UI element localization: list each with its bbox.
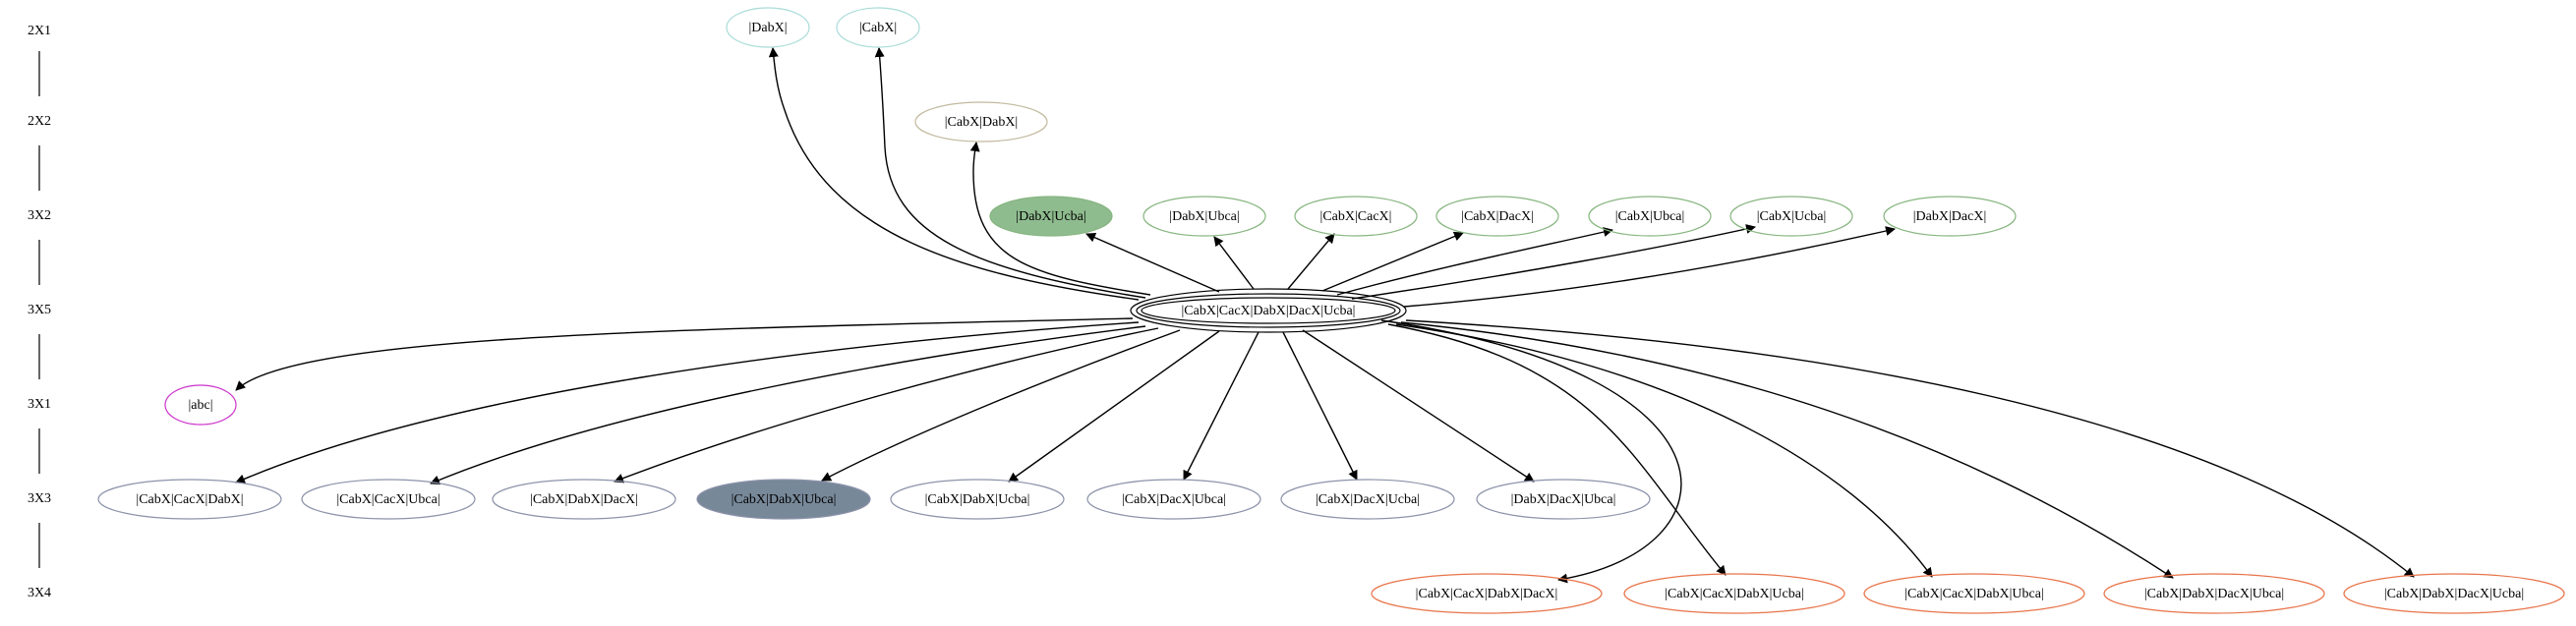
node-cabx-cacx-dabx: |CabX|CacX|DabX| xyxy=(97,479,282,520)
node-cabx-cacx-dabx-ubca: |CabX|CacX|DabX|Ubca| xyxy=(1863,573,2085,614)
edge-to-dabx-ubca xyxy=(1213,236,1255,290)
node-dabx-ubca: |DabX|Ubca| xyxy=(1142,196,1266,237)
node-cabx-dabx: |CabX|DabX| xyxy=(914,101,1048,142)
node-cabx-ubca: |CabX|Ubca| xyxy=(1588,196,1712,237)
edge-to-cabx-dabx-ubca xyxy=(821,329,1181,482)
edge-to-dabx-dacx xyxy=(1403,226,1896,308)
center-node-label: |CabX|CacX|DabX|DacX|Ucba| xyxy=(1182,304,1356,318)
rank-label-2x2: 2X2 xyxy=(28,114,51,129)
node-cabx-cacx: |CabX|CacX| xyxy=(1294,196,1418,237)
rank-label-2x1: 2X1 xyxy=(28,24,51,38)
rank-label-3x2: 3X2 xyxy=(28,208,51,223)
node-dabx-dacx: |DabX|DacX| xyxy=(1883,196,2017,237)
node-cabx-dabx-dacx-ubca: |CabX|DabX|DacX|Ubca| xyxy=(2103,573,2325,614)
node-dabx-dacx-ubca: |DabX|DacX|Ubca| xyxy=(1476,479,1651,520)
node-label: |CabX|Ubca| xyxy=(1615,209,1685,224)
node-label: |CabX|CacX|DabX|Ucba| xyxy=(1665,587,1804,601)
node-label: |CabX|DacX|Ubca| xyxy=(1122,492,1226,507)
edge-to-cabx-ubca xyxy=(1336,227,1613,296)
node-label: |CabX|DabX|Ubca| xyxy=(732,492,837,507)
node-cabx: |CabX| xyxy=(836,7,920,48)
edge-to-cabx xyxy=(874,47,1146,299)
edge-to-cabx-dacx-ubca xyxy=(1183,331,1259,481)
node-label: |DabX| xyxy=(748,21,787,35)
edge-to-cabx-cacx-dabx-ucba xyxy=(1387,323,1727,576)
rank-labels: 2X1 2X2 3X2 3X5 3X1 3X3 3X4 xyxy=(28,24,51,600)
node-cabx-ucba: |CabX|Ucba| xyxy=(1729,196,1853,237)
edge-to-cabx-dabx-dacx-ucba xyxy=(1405,319,2415,578)
rank-label-3x3: 3X3 xyxy=(28,491,51,506)
edge-to-cabx-dabx xyxy=(969,142,1151,296)
node-cabx-dacx-ucba: |CabX|DacX|Ucba| xyxy=(1280,479,1455,520)
node-label: |CabX| xyxy=(859,21,897,35)
node-label: |CabX|DabX|DacX|Ucba| xyxy=(2384,587,2524,601)
edge-to-cabx-cacx-dabx-dacx xyxy=(1380,319,1682,584)
node-label: |CabX|CacX|DabX|Ubca| xyxy=(1904,587,2044,601)
node-label: |abc| xyxy=(188,398,212,413)
edge-to-cabx-dacx-ucba xyxy=(1282,331,1358,481)
node-dabx: |DabX| xyxy=(726,7,810,48)
node-label: |DabX|Ubca| xyxy=(1169,209,1239,224)
edge-to-cabx-dabx-dacx xyxy=(614,327,1159,484)
node-label: |DabX|DacX|Ubca| xyxy=(1511,492,1616,507)
edge-to-cabx-dabx-dacx-ubca xyxy=(1400,321,2174,579)
node-label: |CabX|DacX| xyxy=(1461,209,1534,224)
node-cabx-dacx-ubca: |CabX|DacX|Ubca| xyxy=(1086,479,1261,520)
edge-to-cabx-cacx-dabx xyxy=(235,321,1140,484)
node-label: |CabX|CacX|DabX| xyxy=(136,492,243,507)
edge-to-cabx-cacx xyxy=(1287,233,1335,290)
node-label: |DabX|DacX| xyxy=(1913,209,1987,224)
edges xyxy=(235,47,2415,584)
edge-to-dabx xyxy=(768,47,1140,301)
node-cabx-dabx-ucba: |CabX|DabX|Ucba| xyxy=(890,479,1065,520)
node-label: |CabX|DabX| xyxy=(945,115,1019,130)
edge-to-cabx-cacx-ubca xyxy=(430,325,1146,485)
rank-label-3x1: 3X1 xyxy=(28,397,51,412)
edge-to-cabx-dabx-ucba xyxy=(1008,330,1220,483)
node-cabx-cacx-dabx-ucba: |CabX|CacX|DabX|Ucba| xyxy=(1623,573,1845,614)
node-label: |CabX|DabX|Ucba| xyxy=(925,492,1030,507)
node-label: |CabX|DabX|DacX| xyxy=(530,492,638,507)
node-label: |CabX|CacX| xyxy=(1320,209,1392,224)
rank-label-3x4: 3X4 xyxy=(28,586,51,600)
node-cabx-dabx-dacx: |CabX|DabX|DacX| xyxy=(492,479,676,520)
node-label: |CabX|DacX|Ucba| xyxy=(1316,492,1420,507)
node-dabx-ucba: |DabX|Ucba| xyxy=(989,196,1113,237)
node-label: |DabX|Ucba| xyxy=(1016,209,1085,224)
rank-label-3x5: 3X5 xyxy=(28,303,51,317)
center-node: |CabX|CacX|DabX|DacX|Ucba| xyxy=(1130,288,1407,333)
edge-to-abc xyxy=(235,317,1134,391)
edge-to-dabx-dacx-ubca xyxy=(1302,329,1535,483)
node-label: |CabX|CacX|DabX|DacX| xyxy=(1416,587,1558,601)
node-label: |CabX|DabX|DacX|Ubca| xyxy=(2144,587,2284,601)
node-label: |CabX|Ucba| xyxy=(1757,209,1827,224)
edge-to-cabx-dacx xyxy=(1321,231,1464,292)
edge-to-cabx-cacx-dabx-ubca xyxy=(1395,323,1933,578)
edge-to-cabx-ucba xyxy=(1351,224,1756,300)
node-cabx-cacx-dabx-dacx: |CabX|CacX|DabX|DacX| xyxy=(1371,573,1603,614)
node-abc: |abc| xyxy=(164,384,237,426)
node-cabx-dabx-ubca: |CabX|DabX|Ubca| xyxy=(696,479,871,520)
node-cabx-cacx-ubca: |CabX|CacX|Ubca| xyxy=(301,479,476,520)
node-label: |CabX|CacX|Ubca| xyxy=(336,492,439,507)
node-cabx-dabx-dacx-ucba: |CabX|DabX|DacX|Ucba| xyxy=(2343,573,2565,614)
node-cabx-dacx: |CabX|DacX| xyxy=(1435,196,1559,237)
edge-to-dabx-ucba xyxy=(1085,233,1220,293)
